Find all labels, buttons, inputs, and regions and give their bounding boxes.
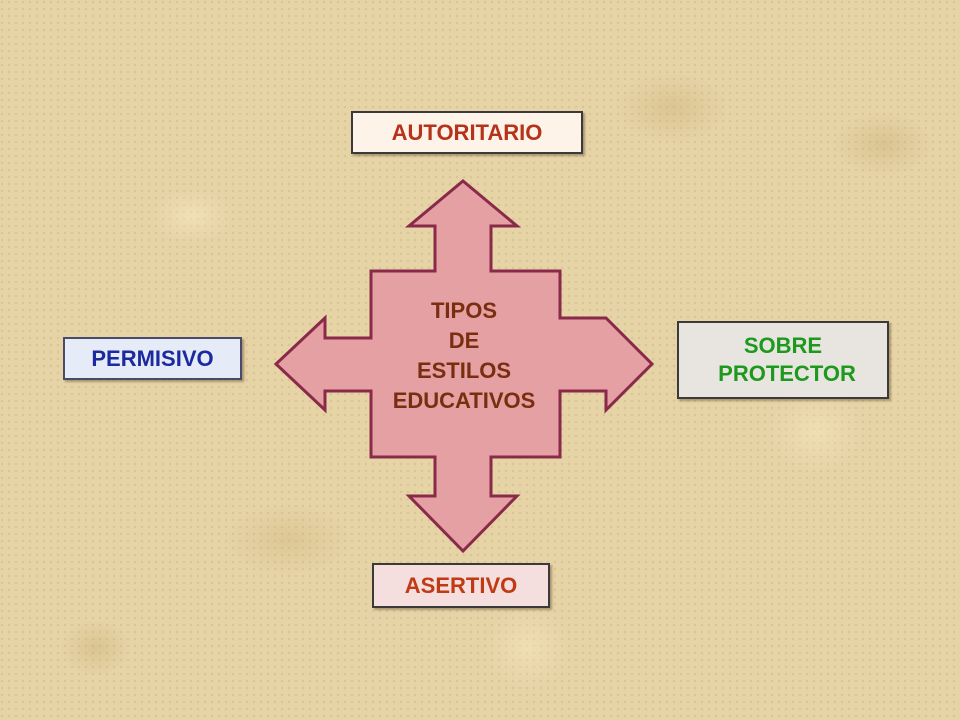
center-title: TIPOS DE ESTILOS EDUCATIVOS	[368, 296, 560, 416]
center-title-line-3: ESTILOS	[416, 358, 512, 383]
sobre-protector-line-1: SOBRE	[743, 333, 823, 358]
autoritario-label: AUTORITARIO	[391, 119, 543, 145]
permisivo-box: PERMISIVO	[63, 337, 242, 380]
center-title-line-4: EDUCATIVOS	[392, 388, 536, 413]
autoritario-box: AUTORITARIO	[351, 111, 583, 154]
four-way-arrow-shape	[273, 179, 655, 554]
asertivo-box: ASERTIVO	[372, 563, 550, 608]
center-title-line-2: DE	[448, 328, 480, 353]
sobre-protector-box: SOBRE PROTECTOR	[677, 321, 889, 399]
sobre-protector-line-2: PROTECTOR	[718, 361, 856, 386]
permisivo-label: PERMISIVO	[91, 345, 214, 371]
center-title-line-1: TIPOS	[430, 298, 497, 323]
asertivo-label: ASERTIVO	[404, 572, 518, 598]
